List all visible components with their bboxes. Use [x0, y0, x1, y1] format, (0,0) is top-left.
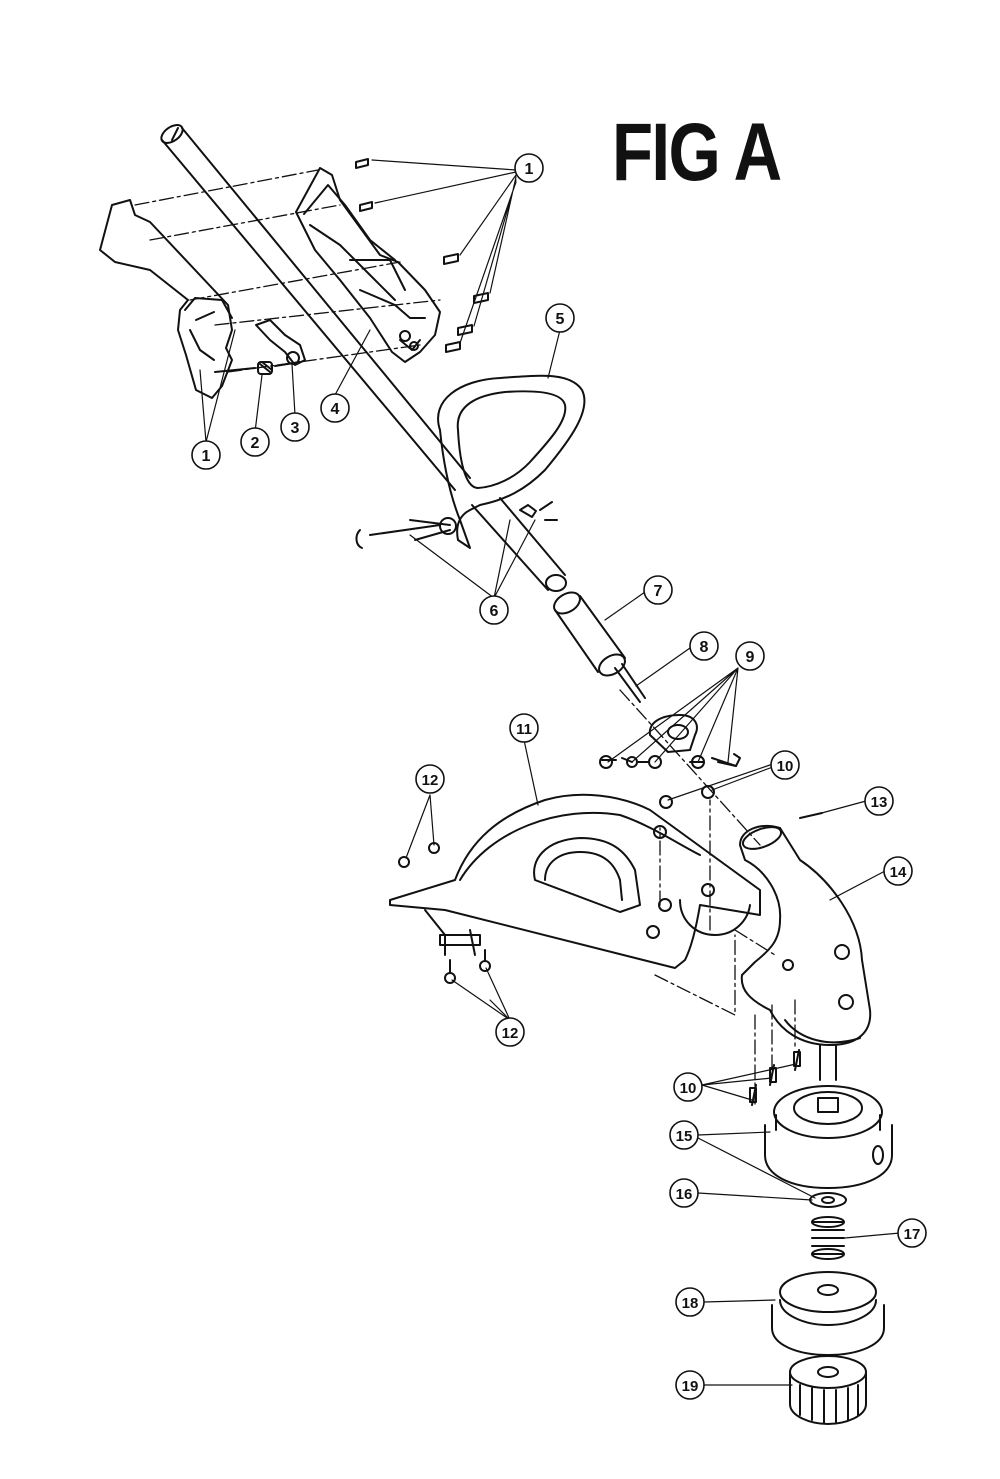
callout-c10b: 10 — [673, 1072, 703, 1102]
callout-c7: 7 — [643, 575, 673, 605]
callout-number: 5 — [556, 311, 565, 328]
callout-number: 7 — [654, 583, 663, 600]
callout-circle — [191, 440, 221, 470]
callout-number: 10 — [680, 1080, 697, 1097]
callout-circle — [735, 641, 765, 671]
callout-circle — [509, 713, 539, 743]
callout-circle — [514, 153, 544, 183]
callout-c10a: 10 — [770, 750, 800, 780]
assembly-lines — [134, 169, 796, 1106]
shaft-sleeve — [553, 591, 646, 703]
callout-c1a: 1 — [514, 153, 544, 183]
callout-c1b: 1 — [191, 440, 221, 470]
callout-c15: 15 — [669, 1120, 699, 1150]
callout-c6: 6 — [479, 595, 509, 625]
callout-circle — [545, 303, 575, 333]
handle-screws — [355, 158, 489, 353]
callout-number: 10 — [777, 758, 794, 775]
callout-number: 17 — [904, 1226, 921, 1243]
callout-c11: 11 — [509, 713, 539, 743]
spool-housing — [749, 1049, 893, 1189]
shaft-coupler — [355, 497, 567, 592]
callout-circle — [883, 856, 913, 886]
bump-knob — [789, 1355, 867, 1425]
callout-number: 19 — [682, 1378, 699, 1395]
trigger-parts — [214, 319, 306, 375]
callout-c5: 5 — [545, 303, 575, 333]
callout-circle — [643, 575, 673, 605]
callout-circle — [673, 1072, 703, 1102]
callout-number: 14 — [890, 864, 907, 881]
callout-circle — [495, 1017, 525, 1047]
callout-c14: 14 — [883, 856, 913, 886]
callout-number: 9 — [746, 649, 755, 666]
callout-c4: 4 — [320, 393, 350, 423]
motor-housing — [739, 812, 872, 1081]
callout-circle — [280, 412, 310, 442]
loop-handle — [437, 374, 586, 549]
callout-number: 4 — [331, 401, 340, 418]
callout-c13: 13 — [864, 786, 894, 816]
callout-number: 15 — [676, 1128, 693, 1145]
callout-c12b: 12 — [495, 1017, 525, 1047]
callout-number: 18 — [682, 1295, 699, 1312]
callout-c19: 19 — [675, 1370, 705, 1400]
callout-circle — [675, 1370, 705, 1400]
callout-circle — [320, 393, 350, 423]
figure-title: FIG A — [612, 107, 782, 198]
callout-c8: 8 — [689, 631, 719, 661]
callout-c3: 3 — [280, 412, 310, 442]
callout-circle — [864, 786, 894, 816]
callout-number: 8 — [700, 639, 709, 656]
callout-c12a: 12 — [415, 764, 445, 794]
callout-c9: 9 — [735, 641, 765, 671]
callout-circle — [770, 750, 800, 780]
callout-number: 13 — [871, 794, 888, 811]
callout-circle — [240, 427, 270, 457]
handle-half-left — [99, 199, 233, 399]
callout-number: 16 — [676, 1186, 693, 1203]
callout-number: 1 — [202, 448, 211, 465]
callout-circle — [675, 1287, 705, 1317]
callout-number: 6 — [490, 603, 499, 620]
callout-number: 11 — [516, 721, 532, 738]
grass-guard — [389, 785, 761, 984]
callout-circle — [415, 764, 445, 794]
callout-c18: 18 — [675, 1287, 705, 1317]
callout-c17: 17 — [897, 1218, 927, 1248]
callout-number: 12 — [422, 772, 439, 789]
callout-circle — [897, 1218, 927, 1248]
callout-number: 2 — [251, 435, 260, 452]
trimmer-spool — [771, 1271, 885, 1356]
callout-number: 3 — [291, 420, 300, 437]
washer-spring — [809, 1192, 847, 1260]
callout-circle — [689, 631, 719, 661]
callout-c16: 16 — [669, 1178, 699, 1208]
guard-bracket — [599, 714, 741, 769]
callout-circle — [669, 1120, 699, 1150]
callout-circle — [669, 1178, 699, 1208]
callout-number: 1 — [525, 161, 534, 178]
callout-c2: 2 — [240, 427, 270, 457]
leader-lines — [199, 159, 901, 1386]
callout-circle — [479, 595, 509, 625]
callout-number: 12 — [502, 1025, 519, 1042]
